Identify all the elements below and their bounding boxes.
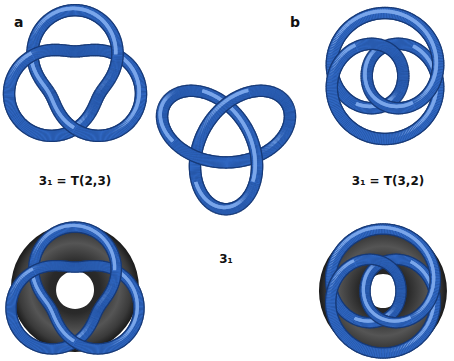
torus-left — [11, 224, 139, 352]
